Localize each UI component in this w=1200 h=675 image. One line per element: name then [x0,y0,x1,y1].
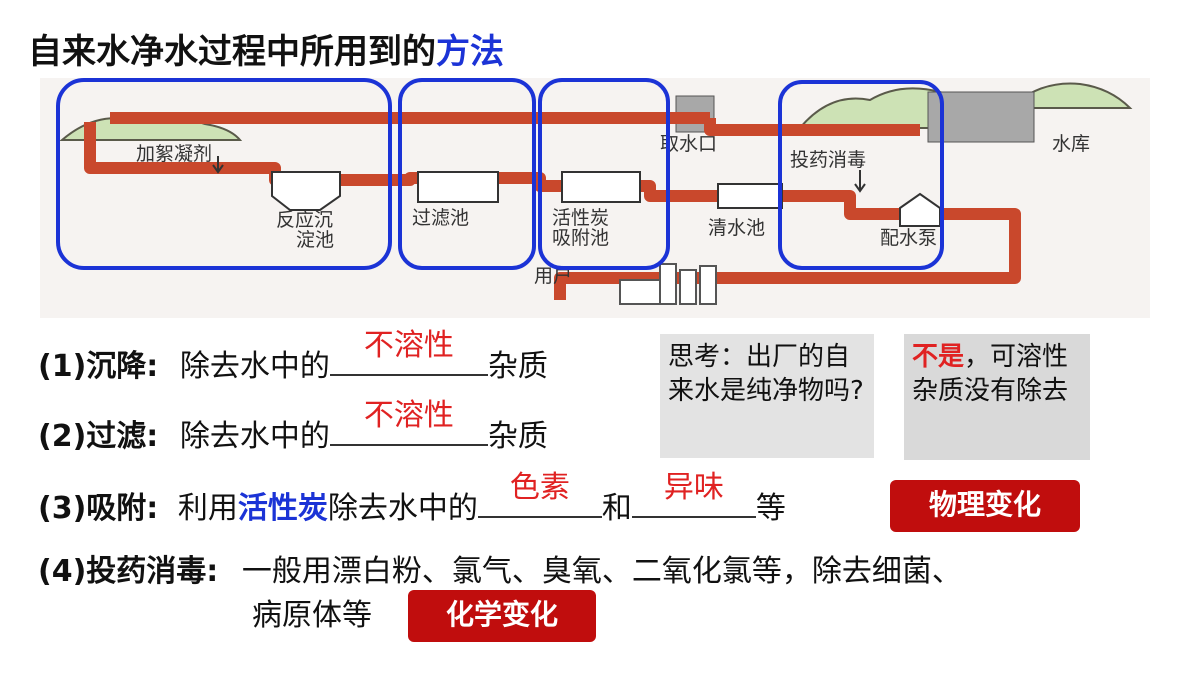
method-text: 利用 [177,491,238,526]
label-users: 用户 [534,265,572,287]
label-pump: 配水泵 [880,227,937,249]
coagulant-arrow [212,156,224,174]
answer-text: 异味 [663,470,724,505]
label-reservoir: 水库 [1052,133,1090,155]
label-coagulant: 加絮凝剂 [136,143,212,165]
label-sedimentation-2: 淀池 [296,229,334,251]
label-disinfect: 投药消毒 [790,149,866,171]
answer-blank: 色素 [477,470,602,518]
answer-blank: 不溶性 [329,398,488,446]
label-clear-water: 清水池 [708,217,765,239]
tank-carbon [561,171,641,203]
method-text: 一般用漂白粉、氯气、臭氧、二氧化氯等，除去细菌、 [241,554,962,589]
title-accent: 方法 [436,32,504,72]
tank-sedimentation [271,171,341,211]
method-filtration: (2)过滤: 除去水中的不溶性杂质 [38,398,548,457]
answer-text: 不溶性 [363,398,454,433]
highlight-carbon [538,78,670,270]
method-adsorption: (3)吸附: 利用活性炭除去水中的色素和异味等 [38,470,786,529]
method-text: 杂质 [487,349,548,384]
reservoir-block [927,91,1035,143]
think-answer-bold: 不是 [912,342,965,372]
label-intake: 取水口 [660,133,717,155]
method-text: 除去水中的 [179,419,330,454]
method-label: (1)沉降: [38,349,159,384]
user-buildings [619,263,717,305]
method-disinfection: (4)投药消毒: 一般用漂白粉、氯气、臭氧、二氧化氯等，除去细菌、 [38,552,962,592]
think-answer-rest: ，可溶性杂质没有除去 [912,342,1069,406]
label-filter: 过滤池 [412,207,469,229]
method-text: 等 [755,491,786,526]
tank-filter [417,171,499,203]
answer-blank: 异味 [631,470,756,518]
disinfect-arrow [854,170,866,193]
method-label: (2)过滤: [38,419,159,454]
method-text: 除去水中的 [179,349,330,384]
answer-text: 不溶性 [363,328,454,363]
badge-chemical-change: 化学变化 [408,590,596,642]
think-question: 思考：出厂的自来水是纯净物吗? [668,342,864,406]
think-answer-box: 不是，可溶性杂质没有除去 [904,334,1090,460]
page-title: 自来水净水过程中所用到的方法 [28,32,504,72]
badge-physical-change: 物理变化 [890,480,1080,532]
method-disinfection-line2: 病原体等 [252,598,372,633]
tank-clear-water [717,183,783,209]
method-text: 和 [601,491,632,526]
label-sedimentation-1: 反应沉 [276,209,333,231]
highlight-disinfect [778,80,944,270]
highlight-sedimentation [56,78,392,270]
highlight-filter [398,78,536,270]
water-treatment-diagram: 加絮凝剂 反应沉 淀池 过滤池 活性炭 吸附池 取水口 水库 投药消毒 清水池 … [40,78,1150,318]
answer-blank: 不溶性 [329,328,488,376]
method-sedimentation: (1)沉降: 除去水中的不溶性杂质 [38,328,548,387]
label-carbon-2: 吸附池 [552,227,609,249]
answer-text: 色素 [509,470,570,505]
think-question-box: 思考：出厂的自来水是纯净物吗? [660,334,874,458]
method-text: 除去水中的 [327,491,478,526]
highlight-activated-carbon: 活性炭 [237,491,328,526]
method-label: (3)吸附: [38,491,159,526]
method-label: (4)投药消毒: [38,554,219,589]
label-carbon-1: 活性炭 [552,207,609,229]
method-text: 杂质 [487,419,548,454]
